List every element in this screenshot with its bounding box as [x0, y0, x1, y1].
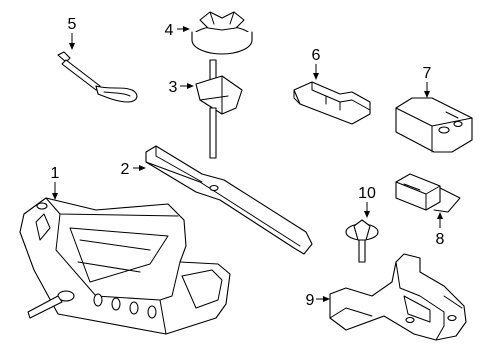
callout-3: 3 — [169, 79, 178, 96]
part-5-tow-eye — [57, 51, 138, 103]
callout-2: 2 — [121, 161, 130, 178]
part-9-tool-tray — [329, 253, 467, 341]
callout-1: 1 — [51, 165, 60, 182]
part-3-wing-bolt — [195, 59, 243, 159]
callout-7: 7 — [423, 65, 432, 82]
callout-9: 9 — [306, 292, 315, 309]
part-1-jack — [19, 197, 231, 335]
part-4-hold-down-nut — [191, 11, 253, 55]
callout-5: 5 — [68, 16, 77, 33]
leader-lines — [52, 26, 443, 302]
part-8-compressor-bracket — [395, 173, 461, 213]
callout-4: 4 — [165, 22, 174, 39]
callout-6: 6 — [312, 47, 321, 64]
part-7-tire-repair-kit — [395, 97, 473, 153]
part-10-retainer-bolt — [345, 219, 379, 263]
part-6-tray-cover — [293, 81, 371, 125]
part-2-jack-handle — [145, 145, 313, 255]
callout-8: 8 — [436, 231, 445, 248]
callout-10: 10 — [358, 185, 376, 202]
